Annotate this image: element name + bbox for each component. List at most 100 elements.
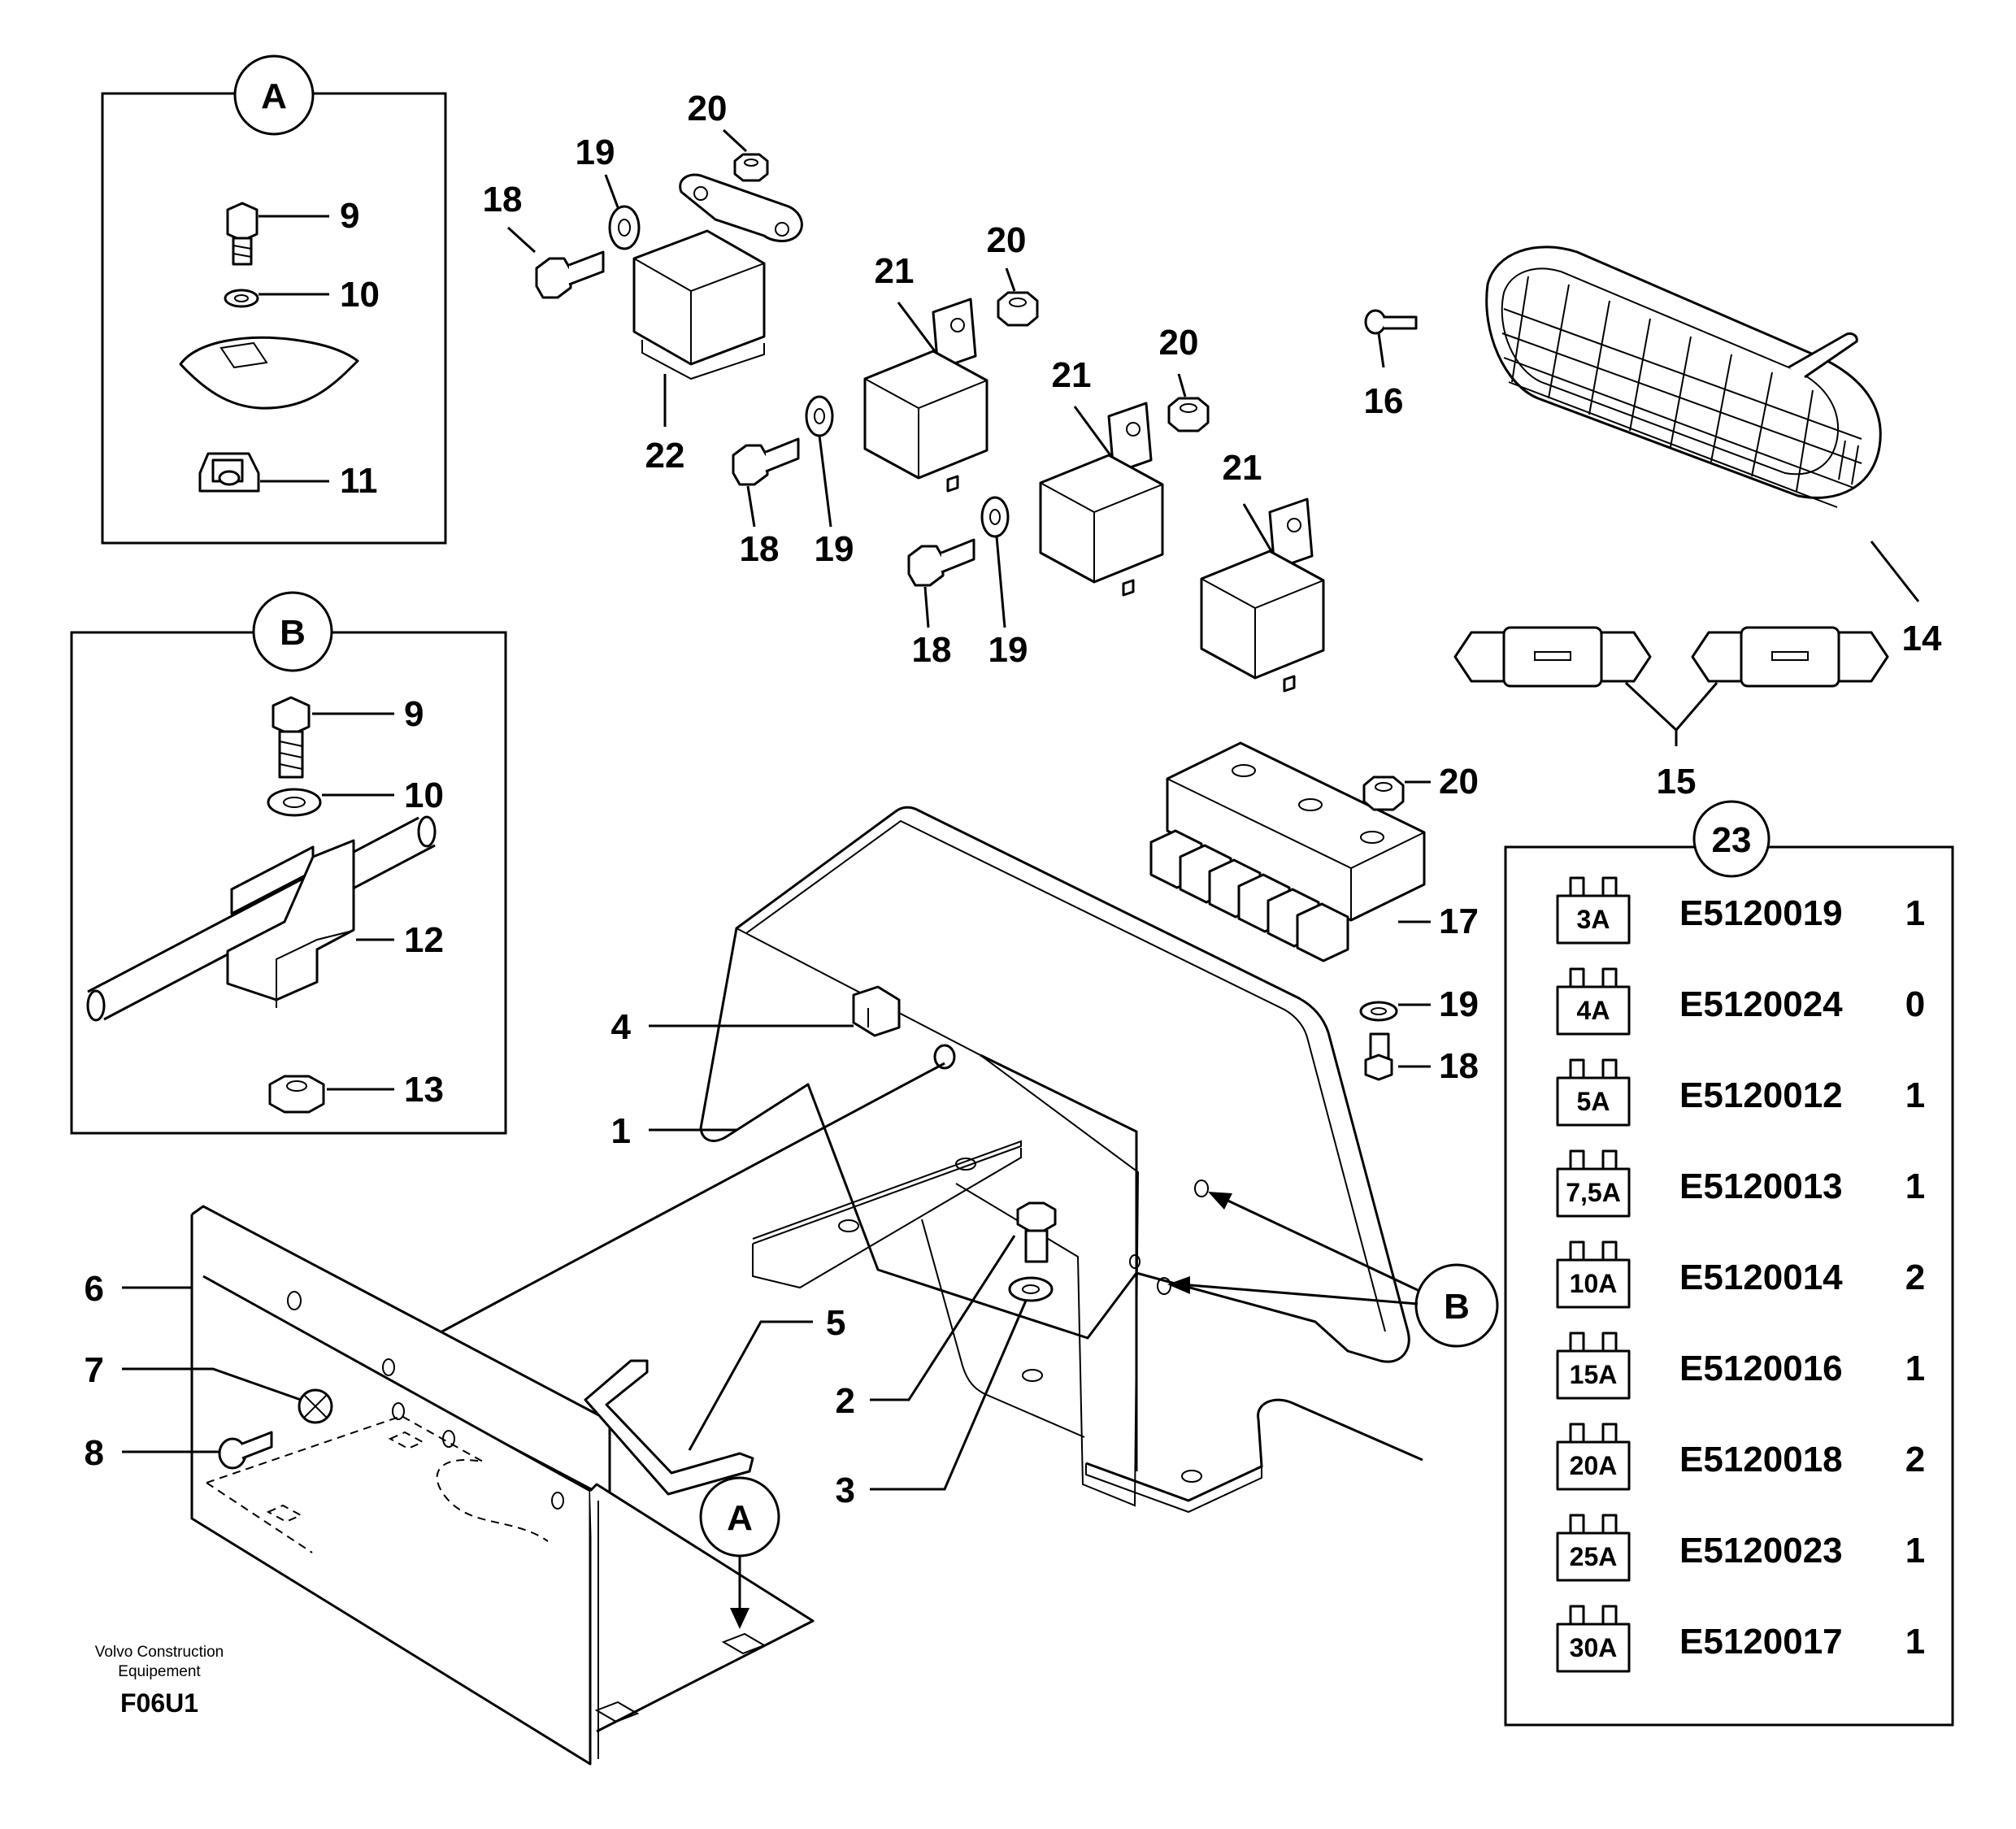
washer-icon <box>608 205 641 250</box>
fuse-part-number: E5120014 <box>1679 1258 1843 1297</box>
washer-icon <box>267 788 322 817</box>
bulb-icon <box>1453 626 1652 688</box>
fuse-quantity: 2 <box>1905 1440 1925 1479</box>
fuse-quantity: 1 <box>1905 893 1925 933</box>
detail-a-callout-11: 11 <box>340 461 378 501</box>
bolt-icon <box>535 250 605 299</box>
callout-18-b: 18 <box>740 529 780 569</box>
nut-icon <box>1167 397 1210 432</box>
leader-line <box>1624 681 1718 746</box>
fuse-part-number: E5120018 <box>1679 1440 1843 1479</box>
marker-a-label: A <box>727 1498 753 1538</box>
callout-17: 17 <box>1439 901 1479 941</box>
bolt-icon <box>1364 1032 1393 1081</box>
fuse-rating: 5A <box>1577 1087 1610 1116</box>
callout-3: 3 <box>836 1471 855 1510</box>
detail-view-b: B 9 10 12 <box>70 591 507 1135</box>
washer-icon <box>1008 1276 1054 1302</box>
pointer-arrow <box>1180 1283 1419 1305</box>
detail-a-badge <box>233 54 315 136</box>
arrowhead-icon <box>1167 1276 1190 1294</box>
blade-fuse-icon <box>1556 1605 1631 1673</box>
leader-line <box>870 1235 1016 1401</box>
detail-a-callout-9: 9 <box>340 196 359 236</box>
arrowhead-icon <box>730 1608 749 1629</box>
blade-fuse-icon <box>1556 1058 1631 1127</box>
bolt-icon <box>732 437 800 486</box>
callout-1: 1 <box>611 1111 631 1151</box>
leader-line <box>746 485 756 528</box>
callout-19-b: 19 <box>815 529 854 569</box>
credit-line-2: Equipement <box>118 1663 201 1680</box>
fuse-rating: 3A <box>1577 905 1610 934</box>
relay-22 <box>632 173 803 380</box>
callout-21-b: 21 <box>1052 355 1092 395</box>
leader-line <box>818 435 832 528</box>
washer-icon <box>805 395 834 437</box>
screw-icon <box>1364 309 1418 335</box>
leader-line <box>1242 503 1273 552</box>
credit-line-1: Volvo Construction <box>95 1644 224 1661</box>
work-lamp <box>1485 245 1882 508</box>
lamp-grid <box>1501 276 1862 508</box>
bolt-icon <box>907 538 975 587</box>
assembly-line <box>438 1062 945 1335</box>
relay-21-c <box>1200 497 1325 693</box>
leader-line <box>897 302 936 352</box>
blade-fuse-icon <box>1556 876 1631 945</box>
detail-b-callout-10: 10 <box>404 775 444 815</box>
fuse-part-number: E5120012 <box>1679 1075 1843 1115</box>
relay-21-b <box>1039 402 1164 597</box>
callout-20-d: 20 <box>1439 762 1479 802</box>
callout-20-b: 20 <box>987 220 1027 260</box>
bulb-icon <box>1691 626 1889 688</box>
fuse-part-number: E5120017 <box>1679 1622 1843 1662</box>
fuse-quantity: 1 <box>1905 1166 1925 1206</box>
callout-4: 4 <box>611 1007 632 1047</box>
arrowhead-icon <box>1208 1192 1232 1210</box>
callout-20-c: 20 <box>1159 323 1199 363</box>
detail-a-frame <box>101 92 447 545</box>
lock-washer-icon <box>298 1388 333 1424</box>
fuse-part-number: E5120013 <box>1679 1166 1843 1206</box>
fuse-quantity: 2 <box>1905 1258 1925 1297</box>
detail-b-label: B <box>280 613 306 653</box>
u-bracket <box>584 1359 754 1496</box>
leader-line <box>688 1320 813 1451</box>
nut-icon <box>1362 775 1405 811</box>
callout-7: 7 <box>85 1350 104 1390</box>
fuse-rating: 4A <box>1577 996 1610 1025</box>
blade-fuse-icon <box>1556 1149 1631 1218</box>
leader-line <box>1005 267 1016 292</box>
callout-8: 8 <box>85 1433 104 1473</box>
fuse-quantity: 1 <box>1905 1531 1925 1571</box>
nut-icon <box>268 1075 325 1114</box>
pointer-arrow <box>1219 1195 1420 1292</box>
leader-line <box>604 174 619 208</box>
marker-b-badge <box>1414 1263 1499 1348</box>
fuse-rating: 7,5A <box>1566 1178 1621 1207</box>
fuse-part-number: E5120023 <box>1679 1531 1843 1571</box>
fuse-quantity: 0 <box>1905 984 1925 1024</box>
relay-21-a <box>863 298 988 493</box>
callout-16: 16 <box>1364 381 1404 421</box>
detail-a-callout-10: 10 <box>340 275 380 315</box>
bolt-icon <box>1016 1201 1057 1263</box>
callout-19-a: 19 <box>576 133 615 172</box>
callout-5: 5 <box>826 1303 845 1343</box>
callout-19-d: 19 <box>1439 984 1479 1024</box>
mounting-plate <box>190 1205 815 1766</box>
callout-18-c: 18 <box>912 630 952 670</box>
washer-icon <box>224 289 259 308</box>
fuse-quantity: 1 <box>1905 1075 1925 1115</box>
blade-fuse-icon <box>1556 1514 1631 1582</box>
fuse-part-number: E5120016 <box>1679 1349 1843 1388</box>
screw-icon <box>218 1431 273 1470</box>
blade-fuse-icon <box>1556 1240 1631 1309</box>
leader-line <box>870 1300 1028 1491</box>
